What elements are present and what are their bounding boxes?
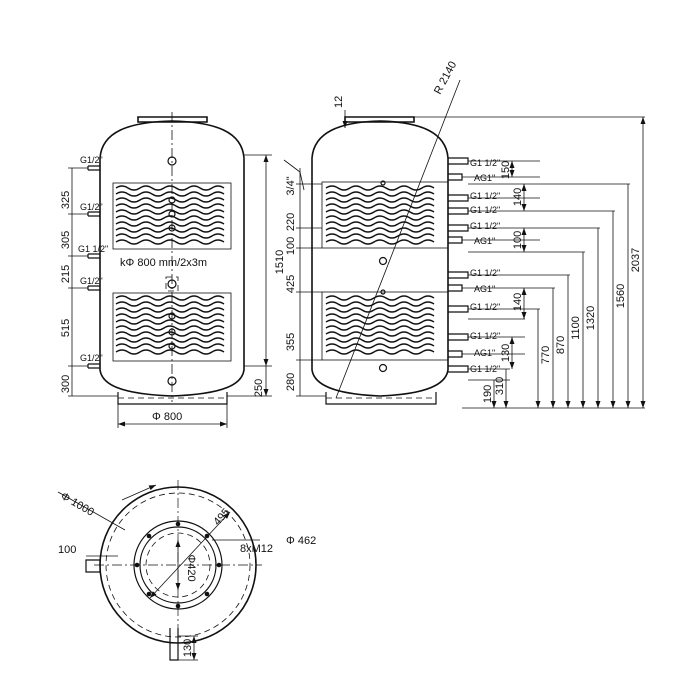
dim-diam-1000: Φ 1000	[59, 490, 96, 519]
dim-100b: 100	[512, 231, 524, 249]
dim-280: 280	[285, 373, 297, 391]
side-label-p1: G1 1/2"	[470, 158, 500, 168]
side-label-p9: G1 1/2"	[470, 302, 500, 312]
label-g-mid: G1 1/2"	[78, 244, 108, 254]
dim-r-2140: R 2140	[432, 59, 459, 96]
side-label-p7: G1 1/2"	[470, 268, 500, 278]
label-g-low: G1/2"	[80, 276, 103, 286]
side-label-p5: G1 1/2"	[470, 221, 500, 231]
lower-coil-front	[112, 292, 232, 362]
flange-note: kΦ 800 mm/2x3m	[120, 257, 207, 269]
label-g-top: G1/2"	[80, 155, 103, 165]
front-view: G1/2" G1/2" G1 1/2" G1/2" G1/2" 325 305 …	[60, 112, 286, 428]
dim-220: 220	[285, 213, 297, 231]
side-view: R 2140 12	[283, 59, 646, 409]
dim-150: 150	[500, 161, 512, 179]
dim-190: 190	[482, 385, 494, 403]
dim-100-left: 100	[285, 237, 297, 255]
dim-250: 250	[253, 379, 265, 397]
dim-325: 325	[60, 191, 72, 209]
side-label-p11: AG1"	[474, 348, 495, 358]
dim-12: 12	[333, 96, 345, 108]
dim-305: 305	[60, 231, 72, 249]
front-tank-body	[99, 120, 245, 397]
side-label-p4: G1 1/2"	[470, 205, 500, 215]
socket-top	[167, 156, 177, 166]
dim-425: 425	[285, 275, 297, 293]
side-label-p3: G1 1/2"	[470, 191, 500, 201]
dim-diam-800: Φ 800	[152, 411, 182, 423]
dim-1510: 1510	[274, 250, 286, 274]
side-label-p2: AG1"	[474, 173, 495, 183]
dim-3-4: 3/4"	[285, 176, 297, 195]
label-g-upper: G1/2"	[80, 202, 103, 212]
dim-2037: 2037	[630, 248, 642, 272]
side-label-p10: G1 1/2"	[470, 331, 500, 341]
dim-140a: 140	[512, 188, 524, 206]
socket-bottom	[167, 376, 177, 386]
lower-coil-side	[321, 291, 449, 361]
label-g-bottom: G1/2"	[80, 353, 103, 363]
dim-130-top: 130	[182, 639, 194, 657]
dim-515: 515	[60, 319, 72, 337]
dim-1560: 1560	[615, 284, 627, 308]
side-label-p6: AG1"	[474, 236, 495, 246]
side-label-p8: AG1"	[474, 284, 495, 294]
top-view: Φ 1000 100 495 8xM12 Φ 462 Φ420 130	[57, 480, 316, 661]
dim-870: 870	[555, 336, 567, 354]
dim-215: 215	[60, 265, 72, 283]
upper-coil-side	[321, 181, 449, 249]
dim-1320: 1320	[585, 306, 597, 330]
dim-1100: 1100	[570, 316, 582, 340]
dim-140b: 140	[512, 293, 524, 311]
dim-355: 355	[285, 333, 297, 351]
upper-coil-front	[112, 182, 232, 250]
socket-middle	[167, 279, 177, 289]
dim-300: 300	[60, 375, 72, 393]
dim-bolts: 8xM12	[240, 543, 273, 555]
dim-310: 310	[494, 377, 506, 395]
dim-130: 130	[500, 344, 512, 362]
dim-495: 495	[211, 506, 232, 528]
dim-770: 770	[540, 346, 552, 364]
dim-100-top: 100	[58, 544, 76, 556]
dim-diam-462: Φ 462	[286, 535, 316, 547]
dim-diam-420: Φ420	[185, 554, 197, 581]
